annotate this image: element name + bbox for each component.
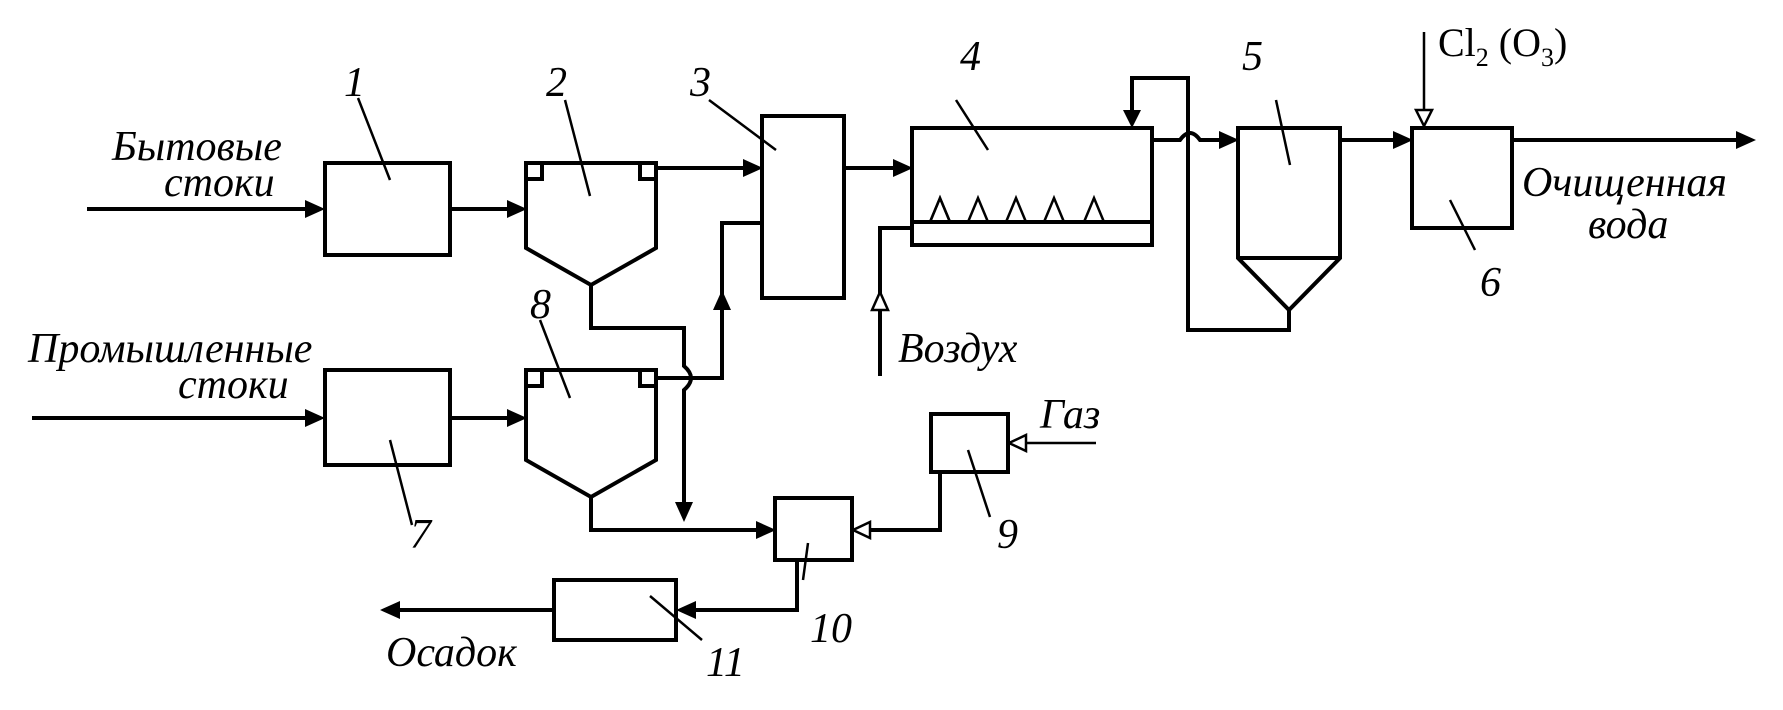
arrow-into-unit-7 [305,409,325,427]
leader-lines [356,97,1477,641]
unit-2-weir-right [638,161,658,181]
arrow-sludge-2-down [675,502,693,522]
arrow-into-unit-6 [1393,131,1413,149]
arrow-into-unit-3-top [743,159,763,177]
domestic-label-line1: Бытовые [111,124,282,170]
unit-number-5: 5 [1242,34,1263,80]
industrial-label-line1: Промышленные [27,326,312,372]
reagent-label: Cl2 (O3) [1438,20,1567,72]
arrow-into-unit-11 [676,601,696,619]
industrial-label-line2: стоки [178,362,289,408]
unit-number-3: 3 [689,60,711,106]
flow-9-to-10 [868,472,942,532]
arrow-clean-water-out [1736,131,1756,149]
sludge-2-line [589,285,693,508]
unit-number-6: 6 [1480,260,1501,306]
unit-4-tank [910,126,1154,247]
air-label: Воздух [898,326,1018,372]
arrow-up-to-3 [713,290,731,310]
unit-number-10: 10 [810,606,852,652]
unit-number-9: 9 [997,512,1018,558]
unit-10-box [773,496,854,562]
unit-number-7: 7 [410,512,433,558]
unit-8-weir-left [524,368,544,388]
unit-6-box [1410,126,1514,230]
gas-arrow [1006,433,1028,453]
clean-water-label-line2: вода [1588,202,1668,248]
unit-number-2: 2 [546,60,567,106]
air-arrow [870,288,890,312]
arrow-into-unit-4-recycle [1123,110,1141,128]
domestic-label-line2: стоки [164,160,275,206]
arrow-into-unit-8 [507,409,527,427]
flow-10-to-11 [690,560,799,612]
unit-5-settler [1236,126,1342,313]
arrow-into-unit-5 [1219,131,1239,149]
recycle-top-line [1130,76,1291,332]
unit-number-4: 4 [960,34,981,80]
unit-4-diffuser-shapes [928,194,1106,223]
unit-number-8: 8 [530,282,551,328]
arrow-9-into-10 [850,520,872,540]
unit-9-box [929,412,1010,474]
arrow-sludge-out [380,601,400,619]
unit-11-box [552,578,678,642]
unit-8-weir-right [638,368,658,388]
unit-2-clarifier [524,161,658,288]
flow-8-to-3 [656,221,762,380]
arrow-into-unit-10 [756,521,776,539]
unit-number-1: 1 [344,60,365,106]
arrow-into-unit-2 [507,200,527,218]
reagent-arrow [1413,108,1435,129]
arrow-into-unit-1 [305,200,325,218]
arrow-into-unit-4 [893,159,913,177]
unit-8-clarifier [524,368,658,500]
unit-number-11: 11 [706,640,745,686]
unit-7-box [323,368,452,467]
unit-3-box [760,114,846,300]
sludge-8-line [589,497,761,532]
sludge-label: Осадок [386,630,517,676]
clean-water-label-line1: Очищенная [1522,160,1727,206]
air-line [878,226,912,376]
unit-2-weir-left [524,161,544,181]
gas-label: Газ [1039,392,1100,438]
